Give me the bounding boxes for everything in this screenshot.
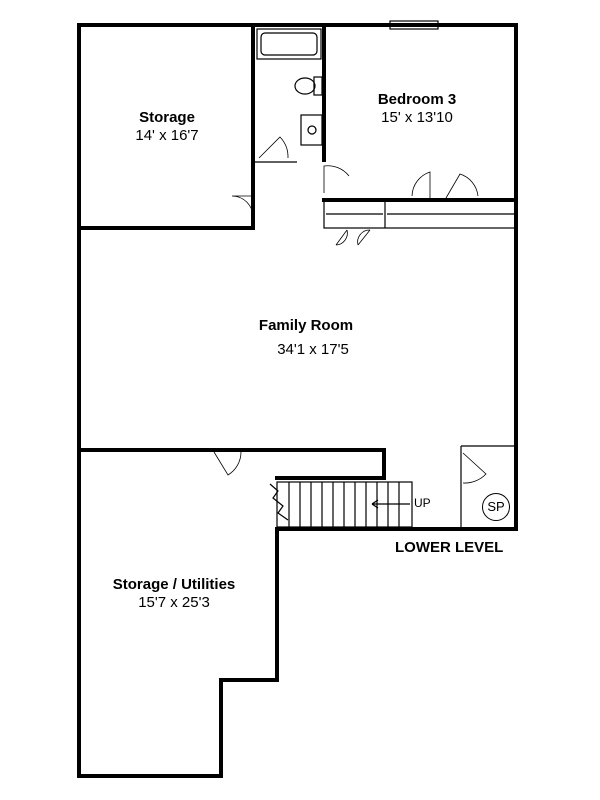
- room-dimensions: 15'7 x 25'3: [138, 594, 210, 611]
- room-name: Storage: [139, 109, 195, 126]
- storage-wall: [77, 23, 255, 230]
- room-name: Bedroom 3: [377, 91, 457, 108]
- room-label-family-room: Family Room 34'1 x 17'5: [259, 317, 353, 359]
- exterior-wall: [77, 23, 518, 778]
- room-label-bedroom-3: Bedroom 3 15' x 13'10: [378, 91, 456, 127]
- sink-basin: [307, 125, 317, 135]
- bathtub-inner: [260, 32, 318, 56]
- stairs-direction-label: UP: [414, 496, 431, 510]
- bathtub: [256, 28, 322, 60]
- closet-shelf: [323, 199, 517, 229]
- sink: [300, 114, 323, 146]
- stair-break-line: [269, 483, 289, 521]
- room-label-storage-utilities: Storage / Utilities 15'7 x 25'3: [113, 576, 236, 612]
- room-dimensions: 34'1 x 17'5: [277, 341, 349, 358]
- door-swing: [462, 452, 487, 484]
- toilet: [294, 77, 316, 95]
- room-dimensions: 14' x 16'7: [135, 127, 199, 144]
- level-label: LOWER LEVEL: [395, 539, 504, 556]
- door-swing: [231, 195, 254, 218]
- window: [389, 20, 439, 30]
- stair-up-arrow: [371, 499, 410, 509]
- room-name: Storage / Utilities: [112, 576, 236, 593]
- room-label-storage: Storage 14' x 16'7: [135, 109, 198, 145]
- sp-closet-wall: [460, 445, 516, 529]
- utility-wall: [77, 448, 386, 480]
- room-name: Family Room: [258, 317, 354, 334]
- toilet-tank: [313, 76, 323, 96]
- sump-pump-label: SP: [482, 493, 510, 521]
- room-dimensions: 15' x 13'10: [381, 109, 453, 126]
- door-swing: [323, 165, 350, 193]
- door-swing: [258, 136, 289, 159]
- door-swing: [411, 171, 479, 199]
- door-swing: [335, 229, 371, 246]
- door-swing: [213, 451, 242, 476]
